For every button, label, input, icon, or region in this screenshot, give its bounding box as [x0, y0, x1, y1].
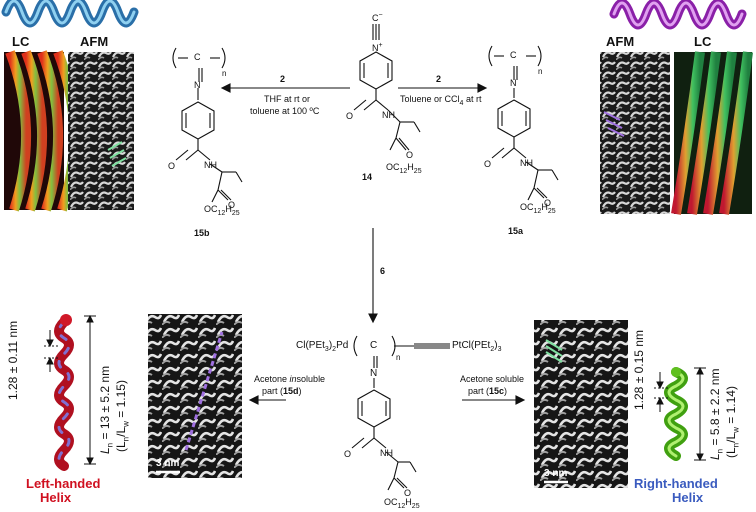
- compound-15b-label: 15b: [194, 228, 210, 238]
- bottom-right-arrow-cond-2: part (15c): [468, 386, 508, 396]
- right-helix-ratio: (Ln/Lw = 1.14): [724, 386, 741, 458]
- polymer-15b-o1: O: [168, 161, 176, 171]
- lc-image-right: [671, 51, 753, 215]
- polymer-15a-ester: OC12H25: [520, 202, 556, 215]
- lc-label-left: LC: [12, 34, 30, 49]
- polymer-15a-o1: O: [484, 159, 492, 169]
- monomer-o-ester: O: [406, 150, 414, 160]
- afm-image-bottom-left: [148, 314, 242, 478]
- top-left-helix-coil: [1, 0, 139, 28]
- block-c: C: [370, 340, 378, 351]
- afm-image-left: [68, 52, 134, 210]
- polymer-15a-c: C: [510, 50, 517, 60]
- left-afm-scalebar-label: 3 nm: [156, 458, 180, 469]
- right-handed-helix-model: [664, 367, 688, 461]
- left-arrow-cond-2: toluene at 100 ºC: [250, 106, 320, 116]
- right-arrow-cond: Toluene or CCl4 at rt: [400, 94, 482, 107]
- polymer-15a-n: N: [510, 78, 517, 88]
- right-helix-length: Ln = 5.8 ± 2.2 nm: [708, 368, 725, 460]
- block-ester: OC12H25: [384, 497, 420, 510]
- polymer-15a-nh: NH: [520, 158, 533, 168]
- monomer-c: C−: [372, 12, 383, 23]
- block-n: N: [370, 368, 378, 379]
- left-arrow-catalyst: 2: [280, 74, 286, 84]
- block-o2: O: [404, 488, 412, 498]
- bottom-left-arrow-cond-2: part (15d): [262, 386, 302, 396]
- afm-image-right: [600, 52, 670, 214]
- monomer-ester-chain: OC12H25: [386, 162, 422, 175]
- left-arrow-cond-1: THF at rt or: [264, 94, 311, 104]
- right-arrow-catalyst: 2: [436, 74, 442, 84]
- polymer-15b-n-sub: n: [222, 69, 227, 78]
- lc-image-left: [4, 50, 80, 212]
- right-helix-dimension-marks: [654, 366, 706, 462]
- lc-label-right: LC: [694, 34, 712, 49]
- polymer-15a-n-sub: n: [538, 67, 543, 76]
- down-arrow-catalyst: 6: [380, 266, 386, 276]
- block-n-sub: n: [396, 353, 401, 362]
- polymer-15b-n: N: [194, 80, 201, 90]
- monomer-nh: NH: [382, 110, 395, 120]
- right-afm-scalebar-label: 3 nm: [544, 468, 568, 479]
- compound-15a-label: 15a: [508, 226, 524, 236]
- right-helix-label-1: Right-handed: [634, 476, 718, 491]
- afm-image-bottom-right: [534, 320, 628, 488]
- polymer-15a-o2: O: [544, 198, 552, 208]
- block-right-end-group: PtCl(PEt2)3: [452, 340, 502, 353]
- polymer-15b-ester: OC12H25: [204, 204, 240, 217]
- left-helix-pitch: 1.28 ± 0.11 nm: [6, 320, 20, 400]
- block-polymer-structure: [351, 335, 450, 491]
- polymer-15b-nh: NH: [204, 160, 217, 170]
- bottom-left-arrow-cond-1: Acetone insoluble: [254, 374, 326, 384]
- right-helix-pitch: 1.28 ± 0.15 nm: [632, 330, 646, 410]
- monomer-o-carbonyl: O: [346, 111, 354, 121]
- polymer-15b-o2: O: [228, 200, 236, 210]
- afm-label-right: AFM: [606, 34, 635, 49]
- block-left-end-group: Cl(PEt3)2Pd: [296, 340, 349, 353]
- left-helix-length: Ln = 13 ± 5.2 nm: [98, 365, 115, 454]
- monomer-n: N+: [372, 42, 383, 53]
- polymer-15a-structure: [488, 45, 559, 201]
- left-helix-label-2: Helix: [40, 490, 72, 505]
- left-helix-dimension-marks: [44, 314, 96, 466]
- top-right-helix-coil: [609, 0, 747, 30]
- reaction-arrows: [220, 83, 526, 405]
- afm-label-left: AFM: [80, 34, 109, 49]
- compound-14-label: 14: [362, 172, 373, 182]
- left-helix-label-1: Left-handed: [26, 476, 101, 491]
- left-helix-ratio: (Ln/Lw = 1.15): [114, 380, 131, 452]
- polymer-15b-structure: [172, 47, 243, 203]
- left-handed-helix-model: [54, 314, 74, 471]
- right-helix-label-2: Helix: [672, 490, 704, 505]
- polymer-15b-c: C: [194, 52, 201, 62]
- monomer-14-structure: [353, 24, 421, 151]
- bottom-right-arrow-cond-1: Acetone soluble: [460, 374, 525, 384]
- block-nh: NH: [380, 448, 393, 458]
- block-o1: O: [344, 449, 352, 459]
